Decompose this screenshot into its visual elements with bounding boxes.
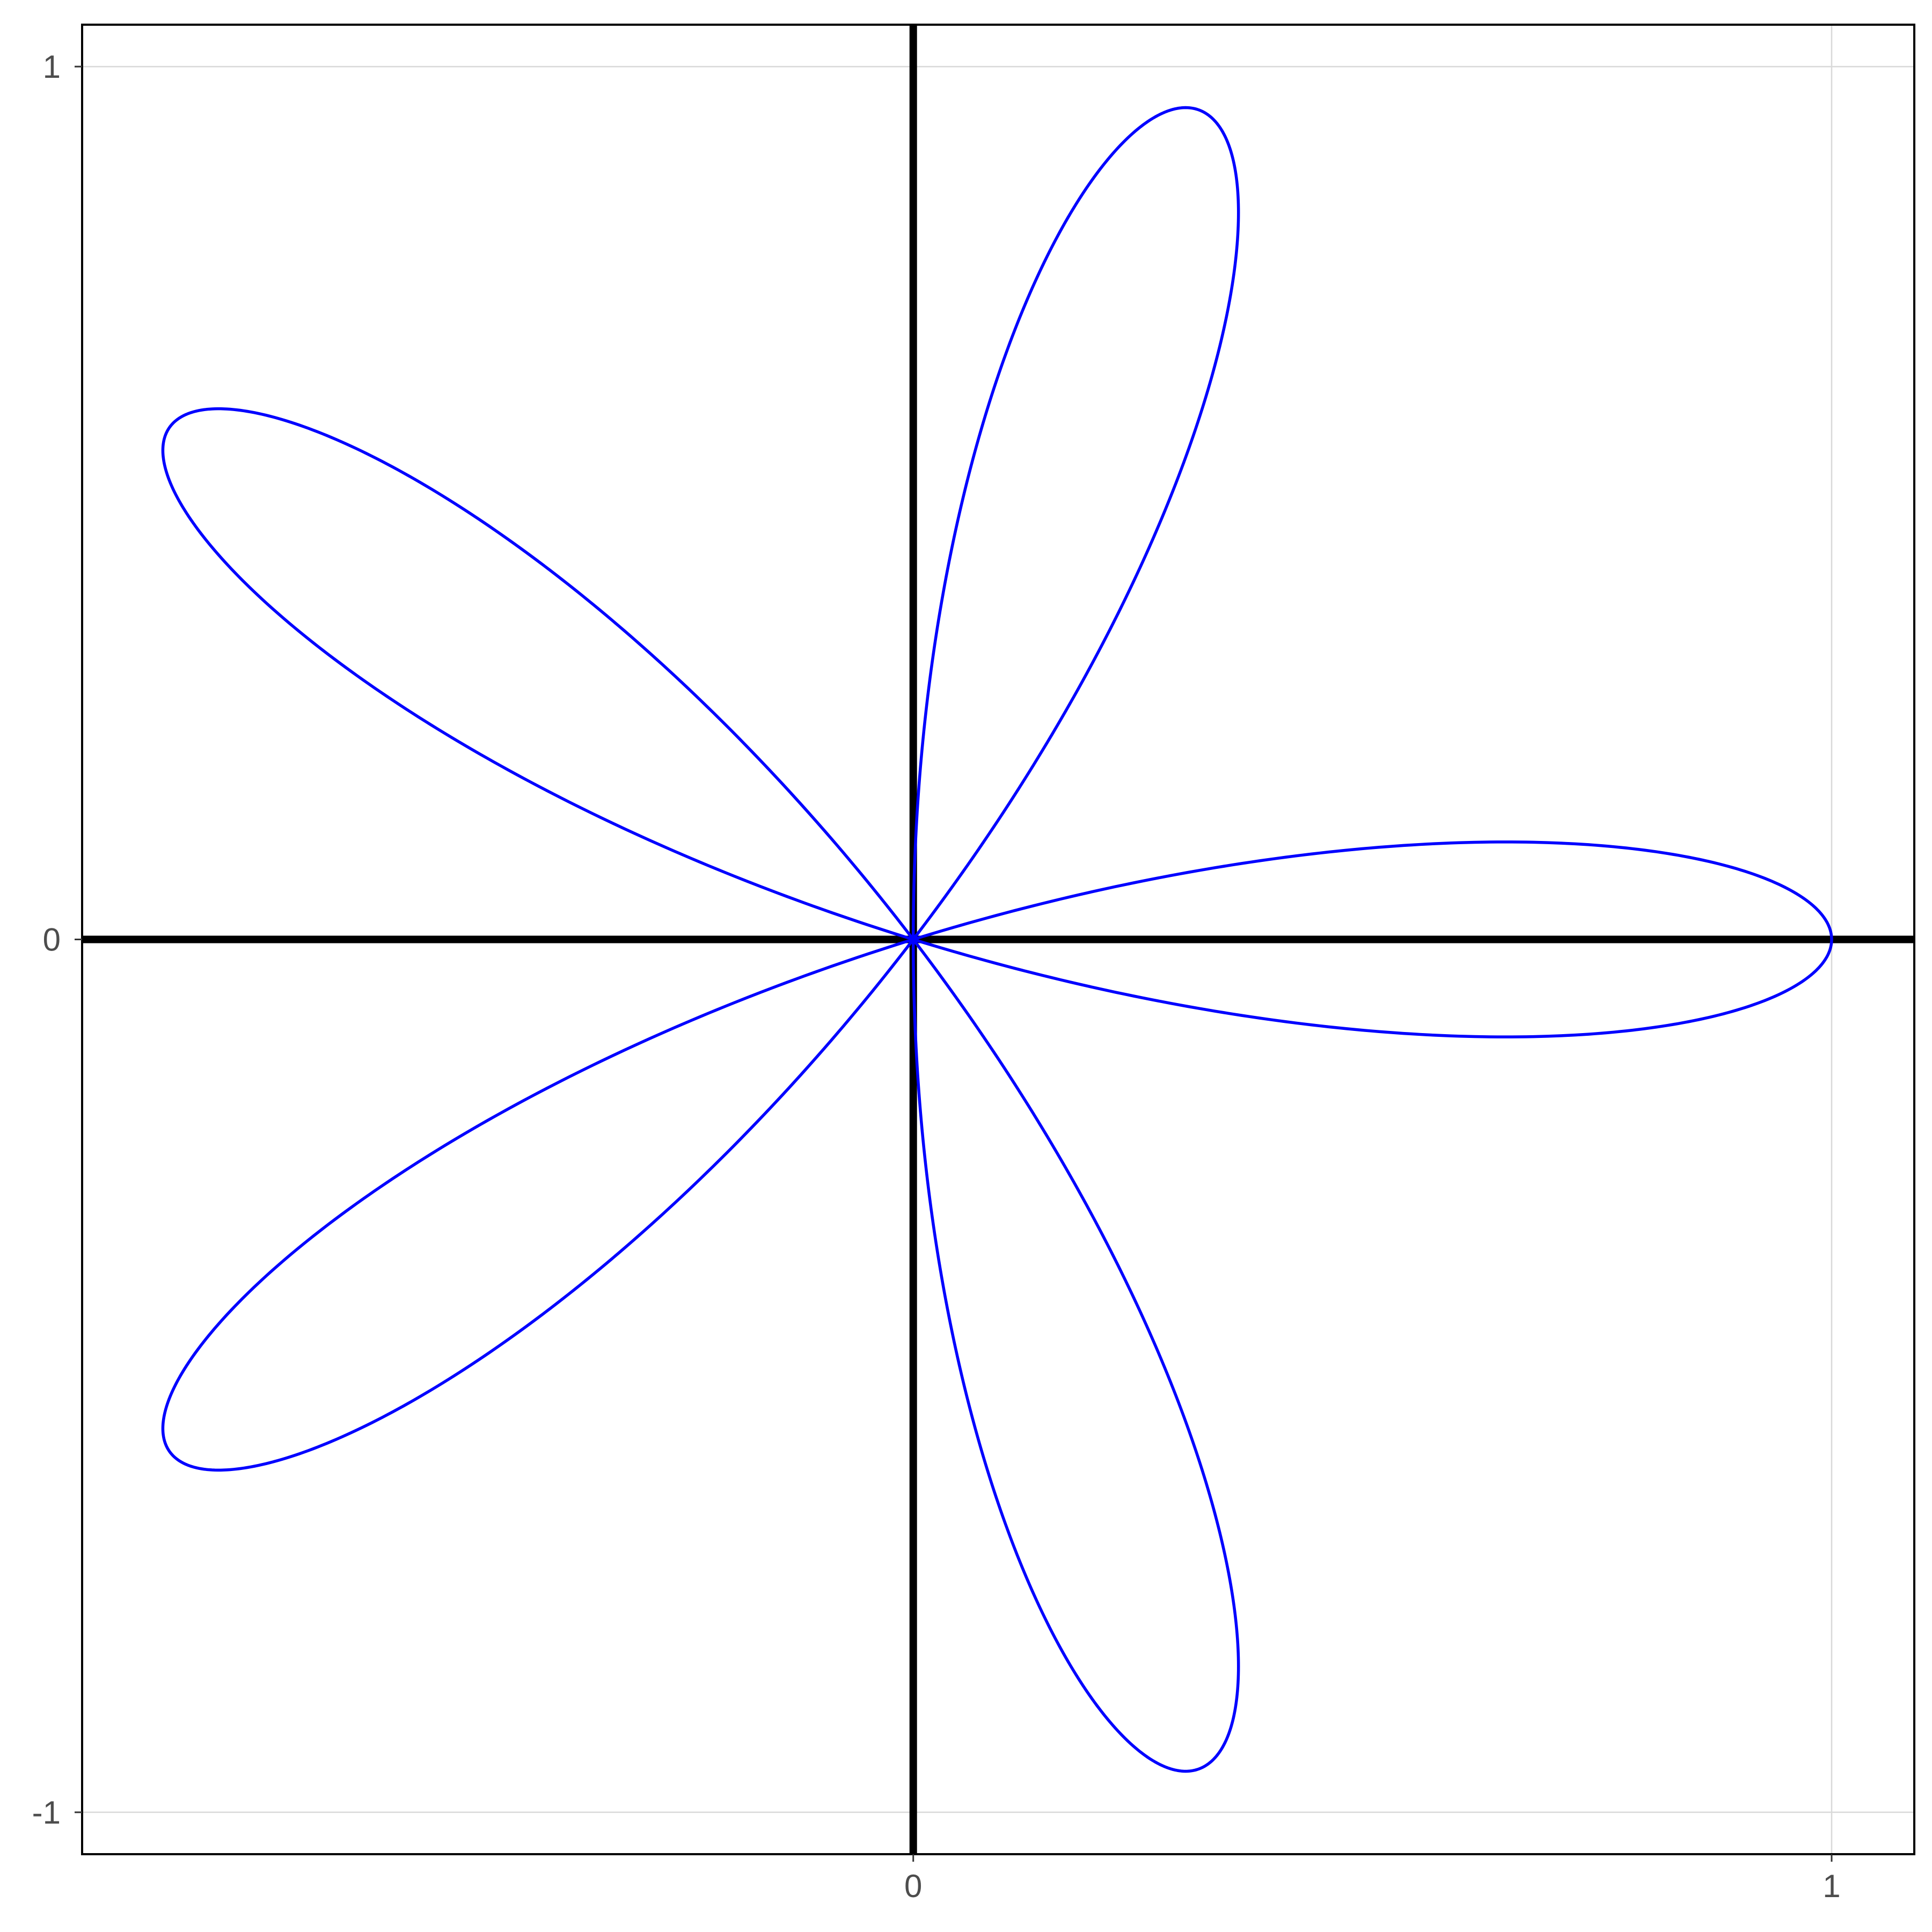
series-line-rose-curve [161,106,1833,1773]
series-layer [161,106,1833,1773]
y-tick-label--1: -1 [32,1795,61,1831]
y-tick-label-1: 1 [43,49,61,85]
x-tick-label-1: 1 [1823,1868,1840,1904]
axis-ticks: 0 1 1 0 -1 [32,49,1841,1904]
y-tick-label-0: 0 [43,922,61,958]
x-tick-label-0: 0 [904,1868,922,1904]
